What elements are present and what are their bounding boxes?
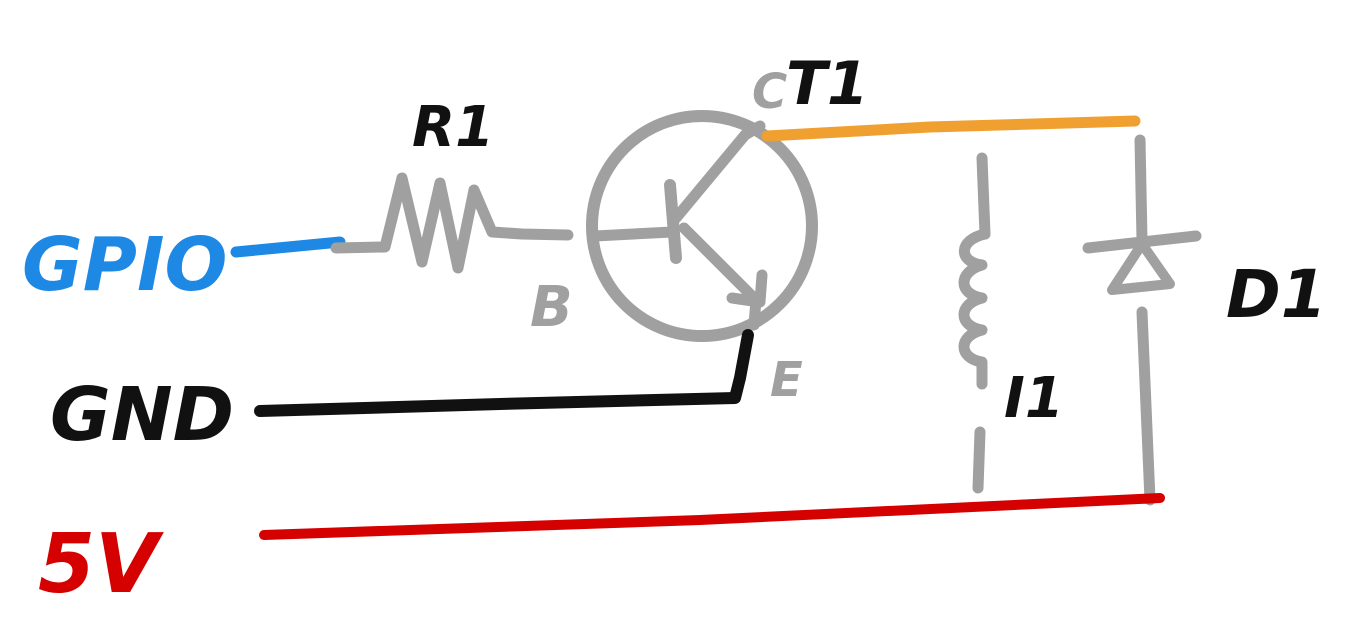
transistor-body: [586, 110, 818, 342]
i1-label: I1: [1004, 366, 1064, 431]
5v-label: 5V: [38, 517, 164, 612]
transistor-base-lead: [589, 226, 678, 242]
gnd-label: GND: [50, 372, 234, 458]
inductor-coil: [958, 228, 991, 390]
d1-label: D1: [1226, 256, 1327, 333]
emitter-label: E: [770, 352, 803, 408]
collector-wire: [761, 115, 1141, 142]
t1-label: T1: [786, 49, 869, 119]
gpio-wire: [230, 236, 346, 258]
base-label: B: [530, 275, 573, 340]
diode-bottom-lead: [1136, 306, 1156, 506]
diode-d1: [1082, 134, 1202, 506]
5v-wire: [259, 493, 1165, 540]
transistor-collector-lead: [670, 120, 766, 224]
collector-label: C: [752, 64, 787, 120]
gpio-label: GPIO: [22, 222, 227, 308]
diode-top-lead: [1134, 134, 1148, 246]
transistor-emitter-arrow: [726, 269, 768, 308]
inductor-bottom-lead: [972, 426, 986, 494]
diode-triangle: [1107, 239, 1175, 295]
resistor-r1: [330, 172, 574, 274]
r1-label: R1: [412, 95, 494, 160]
inductor-top-lead: [976, 152, 991, 240]
inductor-i1: [958, 152, 991, 494]
transistor-emitter-lead: [678, 222, 762, 331]
gnd-wire: [254, 329, 754, 417]
transistor-t1: [586, 110, 818, 342]
